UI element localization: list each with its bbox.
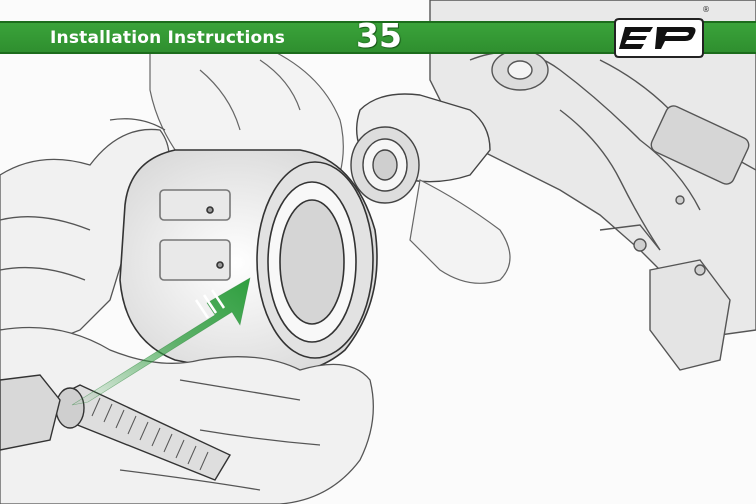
page-number: 35 (349, 16, 409, 56)
registered-trademark: ® (701, 5, 711, 15)
background-machine (430, 0, 756, 370)
grip-ring (120, 150, 377, 376)
brand-logo-icon (613, 15, 705, 61)
page-title: Installation Instructions (50, 26, 285, 50)
